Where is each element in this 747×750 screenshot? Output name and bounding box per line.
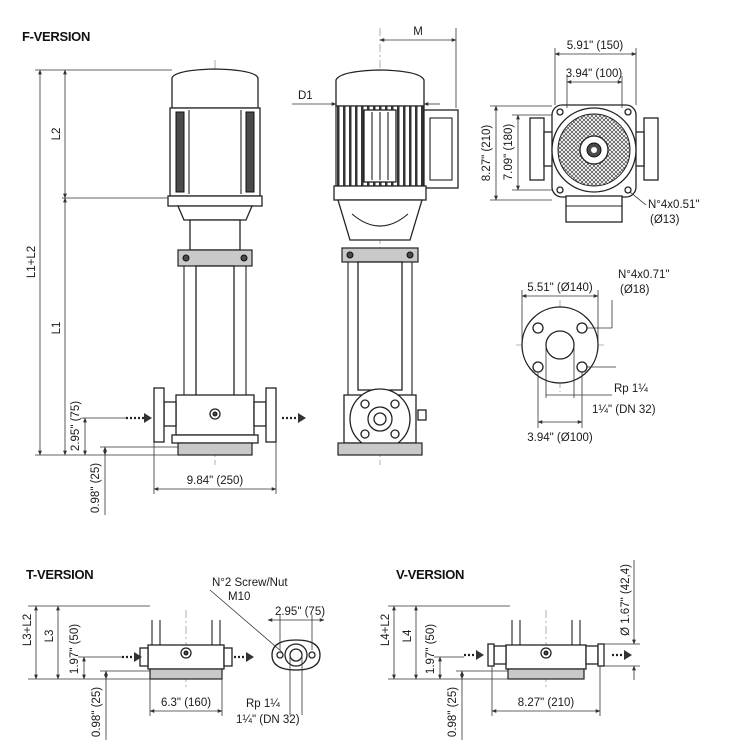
v-version-view [464,610,632,690]
f-dn32: 1¼" (DN 32) [592,404,656,416]
v-dim-42: Ø 1.67" (42,4) [620,564,632,636]
f-l2-label: L2 [51,128,63,141]
f-flange-100: 3.94" (Ø100) [527,432,593,444]
f-version-title: F-VERSION [22,29,90,44]
t-l3: L3 [44,630,56,643]
t-screw-line2: M10 [228,591,250,603]
t-dim-160: 6.3" (160) [161,697,211,709]
f-flange-dimensions: 5.51" (Ø140) N°4x0.71" (Ø18) Rp 1¼ 1¼" (… [521,269,670,444]
v-dim-210: 8.27" (210) [518,697,575,709]
f-dim-100-top: 3.94" (100) [566,68,623,80]
t-screw-line1: N°2 Screw/Nut [212,577,288,589]
f-l1-l2-label: L1+L2 [26,246,38,278]
v-l4-l2: L4+L2 [380,614,392,646]
f-dim-d1: D1 [298,90,313,102]
t-dn32: 1¼" (DN 32) [236,714,300,726]
f-top-view [529,104,659,223]
t-dim-25: 0.98" (25) [91,687,103,737]
f-holes-top-line1: N°4x0.51" [648,199,700,211]
f-holes-flange-line2: (Ø18) [620,284,650,296]
t-version-view [122,610,321,690]
t-dim-50: 1.97" (50) [69,624,81,674]
f-dim-250: 9.84" (250) [187,475,244,487]
v-dim-25: 0.98" (25) [447,687,459,737]
f-front-view [126,60,306,465]
v-version-dimensions: L4+L2 L4 1.97" (50) 0.98" (25) 8.27" (21… [380,560,640,740]
f-dim-75: 2.95" (75) [70,401,82,451]
t-l3-l2: L3+L2 [22,614,34,646]
v-version-title: V-VERSION [396,567,464,582]
f-side-dimensions: M D1 [292,26,457,108]
f-front-dimensions: L1+L2 L2 L1 2.95" (75) 0.98" (25) 9.84" … [26,69,277,515]
f-l1-label: L1 [51,322,63,335]
f-rp: Rp 1¼ [614,383,648,395]
v-l4: L4 [402,629,414,642]
f-top-dimensions: 5.91" (150) 3.94" (100) 8.27" (210) 7.09… [481,40,700,226]
f-flange-140: 5.51" (Ø140) [527,282,593,294]
f-side-view [333,28,459,465]
f-holes-flange-line1: N°4x0.71" [618,269,670,281]
f-dim-180: 7.09" (180) [503,124,515,181]
v-dim-50: 1.97" (50) [425,624,437,674]
f-dim-210: 8.27" (210) [481,125,493,182]
f-dim-25: 0.98" (25) [90,463,102,513]
t-dim-75: 2.95" (75) [275,606,325,618]
t-version-title: T-VERSION [26,567,93,582]
f-flange-detail [516,300,605,392]
t-rp: Rp 1¼ [246,698,280,710]
f-holes-top-line2: (Ø13) [650,214,680,226]
t-version-dimensions: L3+L2 L3 1.97" (50) 0.98" (25) 6.3" (160… [22,577,325,740]
f-dim-150: 5.91" (150) [567,40,624,52]
f-dim-m: M [413,26,423,38]
